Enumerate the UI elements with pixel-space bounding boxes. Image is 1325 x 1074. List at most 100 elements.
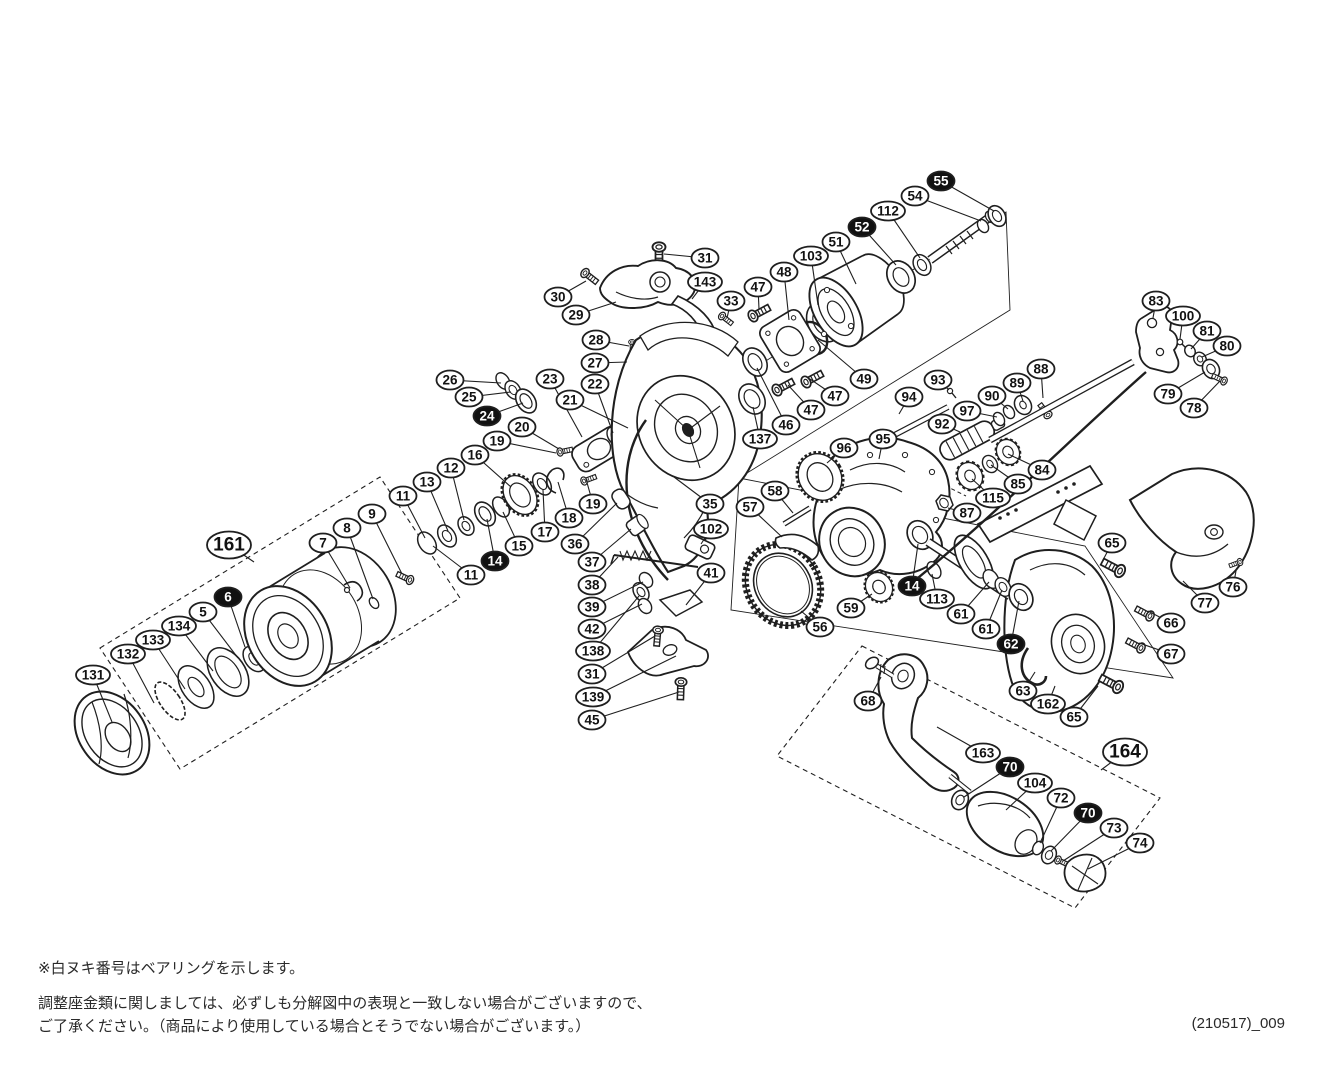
svg-text:9: 9 [368, 507, 376, 522]
rotor-art [610, 321, 763, 574]
callout-58: 58 [760, 480, 790, 502]
washer-disclaimer: 調整座金類に関しましては、必ずしも分解図中の表現と一致しない場合がございますので… [38, 992, 652, 1038]
callout-132: 132 [110, 643, 146, 665]
callout-89: 89 [1002, 372, 1032, 394]
svg-text:38: 38 [584, 578, 600, 593]
callout-12: 12 [436, 457, 466, 479]
svg-text:47: 47 [750, 280, 765, 295]
rear-protector-77 [1128, 467, 1255, 590]
svg-text:81: 81 [1199, 324, 1215, 339]
eared-disc-133 [177, 665, 215, 709]
svg-text:102: 102 [700, 522, 723, 537]
svg-text:6: 6 [224, 590, 232, 605]
callout-18: 18 [554, 507, 584, 529]
callout-65: 65 [1097, 532, 1127, 554]
callout-65: 65 [1059, 706, 1089, 728]
svg-text:63: 63 [1015, 684, 1031, 699]
callout-33: 33 [716, 290, 746, 312]
svg-text:47: 47 [803, 403, 818, 418]
callout-115: 115 [975, 487, 1011, 509]
callout-61: 61 [971, 618, 1001, 640]
svg-text:72: 72 [1053, 791, 1068, 806]
callout-17: 17 [530, 521, 560, 543]
callout-93: 93 [923, 369, 953, 391]
callout-47: 47 [743, 276, 773, 298]
body-detail-box [730, 477, 1174, 679]
drag-washer-134 [206, 647, 250, 697]
svg-text:161: 161 [213, 535, 245, 556]
svg-text:88: 88 [1033, 362, 1049, 377]
svg-text:35: 35 [702, 497, 718, 512]
svg-text:131: 131 [82, 668, 105, 683]
washer-disclaimer-line2: ご了承ください。（商品により使用している場合とそうでない場合がございます。） [38, 1018, 591, 1035]
svg-text:78: 78 [1186, 401, 1202, 416]
callout-76: 76 [1218, 576, 1248, 598]
svg-text:49: 49 [856, 372, 871, 387]
ring-137 [738, 383, 766, 415]
spring-rod-38 [610, 549, 699, 568]
washer-disclaimer-line1: 調整座金類に関しましては、必ずしも分解図中の表現と一致しない場合がございますので… [38, 995, 652, 1012]
screw-33 [716, 310, 736, 328]
svg-text:74: 74 [1132, 836, 1148, 851]
svg-text:25: 25 [461, 390, 477, 405]
spool-clip-7 [343, 580, 364, 602]
pin-100 [1176, 338, 1187, 349]
callout-51: 51 [821, 231, 851, 253]
callout-30: 30 [543, 286, 573, 308]
callout-94: 94 [894, 386, 924, 408]
svg-text:83: 83 [1148, 294, 1164, 309]
callout-163: 163 [965, 742, 1001, 764]
svg-text:104: 104 [1024, 776, 1047, 791]
callout-31: 31 [577, 663, 607, 685]
callout-22: 22 [580, 373, 610, 395]
callout-23: 23 [535, 368, 565, 390]
callout-57: 57 [735, 496, 765, 518]
bearing-62 [1008, 582, 1034, 612]
callout-103: 103 [793, 245, 829, 267]
svg-text:57: 57 [742, 500, 757, 515]
spool-body [243, 546, 397, 687]
callout-134: 134 [161, 615, 197, 637]
bail-shaft [988, 358, 1135, 444]
svg-text:11: 11 [396, 489, 411, 504]
svg-text:133: 133 [142, 633, 165, 648]
svg-text:23: 23 [542, 372, 558, 387]
svg-text:61: 61 [953, 607, 969, 622]
svg-text:96: 96 [836, 441, 852, 456]
svg-text:68: 68 [860, 694, 876, 709]
callout-97: 97 [952, 400, 982, 422]
callout-20: 20 [507, 416, 537, 438]
callout-29: 29 [561, 304, 591, 326]
svg-text:95: 95 [875, 432, 891, 447]
svg-text:73: 73 [1106, 821, 1122, 836]
washer-61b [994, 577, 1012, 597]
leader-line-139 [592, 655, 677, 698]
callout-73: 73 [1099, 817, 1129, 839]
svg-text:139: 139 [582, 690, 605, 705]
worm-92 [939, 417, 1006, 461]
callout-80: 80 [1212, 335, 1242, 357]
callout-81: 81 [1192, 320, 1222, 342]
washer-13 [436, 524, 458, 548]
svg-text:18: 18 [561, 511, 577, 526]
callout-26: 26 [435, 369, 465, 391]
svg-text:137: 137 [749, 432, 772, 447]
leader-line-8 [346, 527, 374, 600]
svg-text:42: 42 [584, 622, 599, 637]
handle-art [864, 653, 1107, 893]
callout-74: 74 [1125, 832, 1155, 854]
svg-text:134: 134 [168, 619, 191, 634]
clutch-shaft [927, 210, 996, 264]
callout-162: 162 [1030, 693, 1066, 715]
bearing-70a [950, 789, 970, 811]
bolt-37 [625, 513, 649, 537]
callout-5: 5 [188, 601, 218, 623]
bearing-24 [514, 388, 538, 414]
callout-112: 112 [870, 200, 906, 222]
svg-text:12: 12 [443, 461, 458, 476]
callout-8: 8 [332, 517, 362, 539]
callout-37: 37 [577, 551, 607, 573]
svg-text:62: 62 [1003, 637, 1018, 652]
